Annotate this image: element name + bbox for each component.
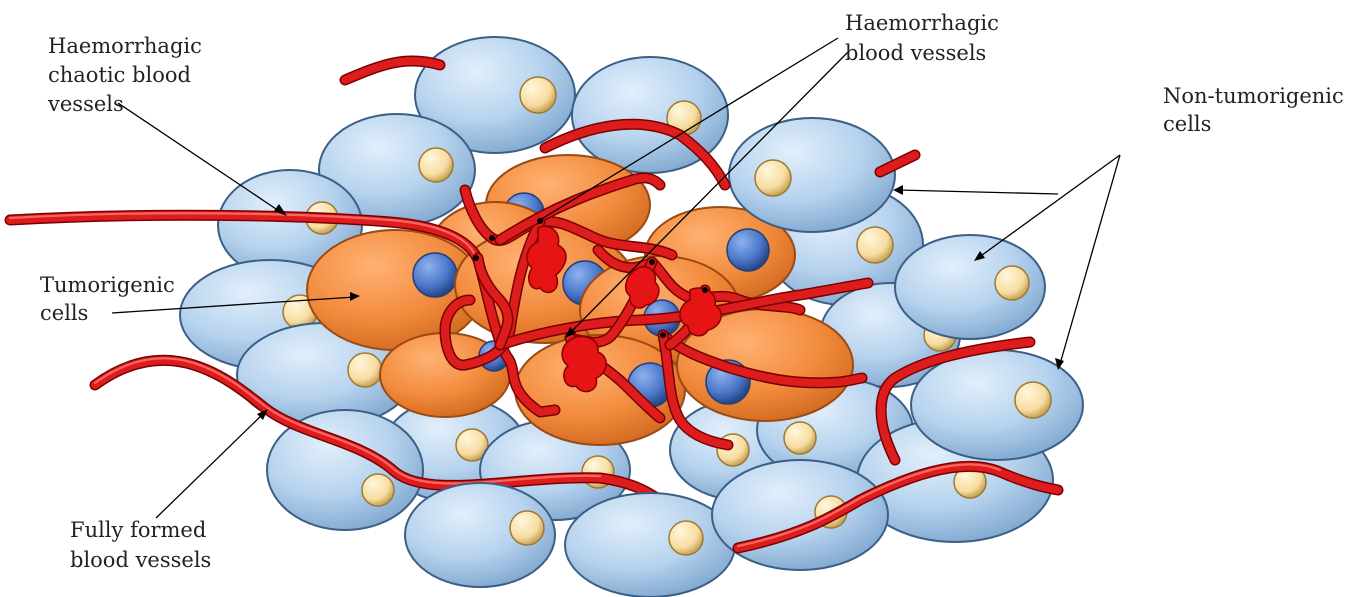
label-line: Haemorrhagic (845, 11, 999, 35)
label-line: blood vessels (845, 41, 986, 65)
label-line: chaotic blood (48, 63, 191, 87)
normal-cell (712, 460, 888, 570)
haemorrhage-blob (626, 267, 659, 308)
normal-cell (895, 235, 1045, 339)
label-fully-formed: Fully formed blood vessels (70, 518, 211, 572)
label-line: blood vessels (70, 548, 211, 572)
label-line: Non-tumorigenic (1163, 84, 1344, 108)
label-line: Haemorrhagic (48, 34, 202, 58)
label-line: cells (40, 301, 88, 325)
label-tumorigenic: Tumorigenic cells (40, 273, 175, 325)
normal-cell (565, 493, 735, 597)
label-line: Tumorigenic (40, 273, 175, 297)
normal-cell (405, 483, 555, 587)
label-line: Fully formed (70, 518, 206, 542)
label-line: cells (1163, 112, 1211, 136)
tumor-cell (515, 335, 685, 445)
normal-cell (729, 118, 895, 232)
label-haemorrhagic-vessels: Haemorrhagic blood vessels (845, 11, 999, 65)
label-chaotic-vessels: Haemorrhagic chaotic blood vessels (47, 34, 202, 116)
label-line: vessels (47, 92, 124, 116)
label-non-tumorigenic: Non-tumorigenic cells (1163, 84, 1344, 136)
